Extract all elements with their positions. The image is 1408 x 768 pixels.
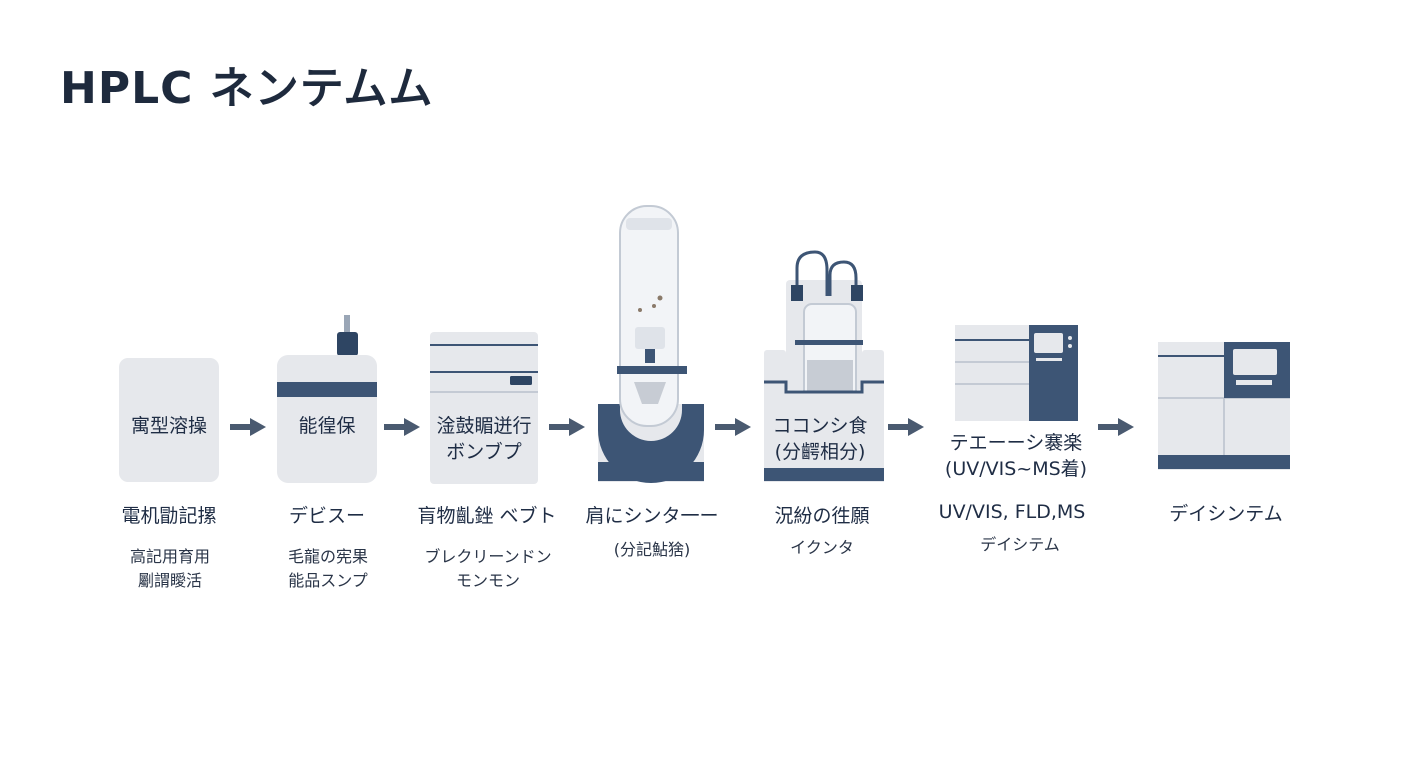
flow-arrow-2	[384, 418, 420, 436]
column-oven-icon	[598, 205, 704, 483]
stage-1-name: 電机勖記摞	[121, 505, 217, 527]
flow-arrow-6	[1098, 418, 1134, 436]
stage-4-description: (分記鮎猞)	[613, 540, 691, 559]
sample-injector-icon	[764, 250, 884, 482]
flow-arrow-5	[888, 418, 924, 436]
detector-icon	[955, 325, 1078, 421]
stage-5-name: 況紛の徃願	[774, 505, 870, 527]
stage-2-name: デビスー	[288, 505, 366, 527]
stage-3-inside-label: 淦鼓睸迸行 ボンブプ	[436, 415, 532, 463]
stage-5-description: イクンタ	[790, 538, 854, 557]
stage-1-description: 高記用育用 劚謂瞹活	[129, 547, 211, 590]
stage-6-inside-label: テエーーシ褰楽 (UV/VIS~MS着)	[944, 432, 1088, 480]
stage-1-inside-label: 寓型溶操	[130, 415, 208, 437]
stage-7-name: デイシンテム	[1169, 503, 1283, 525]
data-system-icon	[1158, 342, 1290, 470]
flow-arrow-1	[230, 418, 266, 436]
solvent-reservoir-icon	[119, 358, 219, 482]
page-title: HPLC ネンテムム	[60, 63, 434, 114]
stage-6-name: UV/VIS, FLD,MS	[938, 501, 1086, 523]
pump-icon	[430, 332, 538, 484]
stage-4-name: 肩にシンタ一ー	[585, 505, 719, 527]
flow-arrow-4	[715, 418, 751, 436]
stage-3-name: 肓物齓銼 ベブト	[417, 505, 557, 527]
stage-6-description: デイシテム	[980, 535, 1060, 554]
stage-3-description: ブレクリーンドン モンモン	[424, 547, 552, 590]
stage-2-inside-label: 能徨保	[298, 415, 356, 437]
stage-5-inside-label: ココンシ食 (分齶相分)	[772, 415, 868, 463]
degasser-icon	[277, 315, 377, 483]
stage-2-description: 毛龍の宪果 能品スンプ	[287, 547, 369, 590]
flow-arrow-3	[549, 418, 585, 436]
